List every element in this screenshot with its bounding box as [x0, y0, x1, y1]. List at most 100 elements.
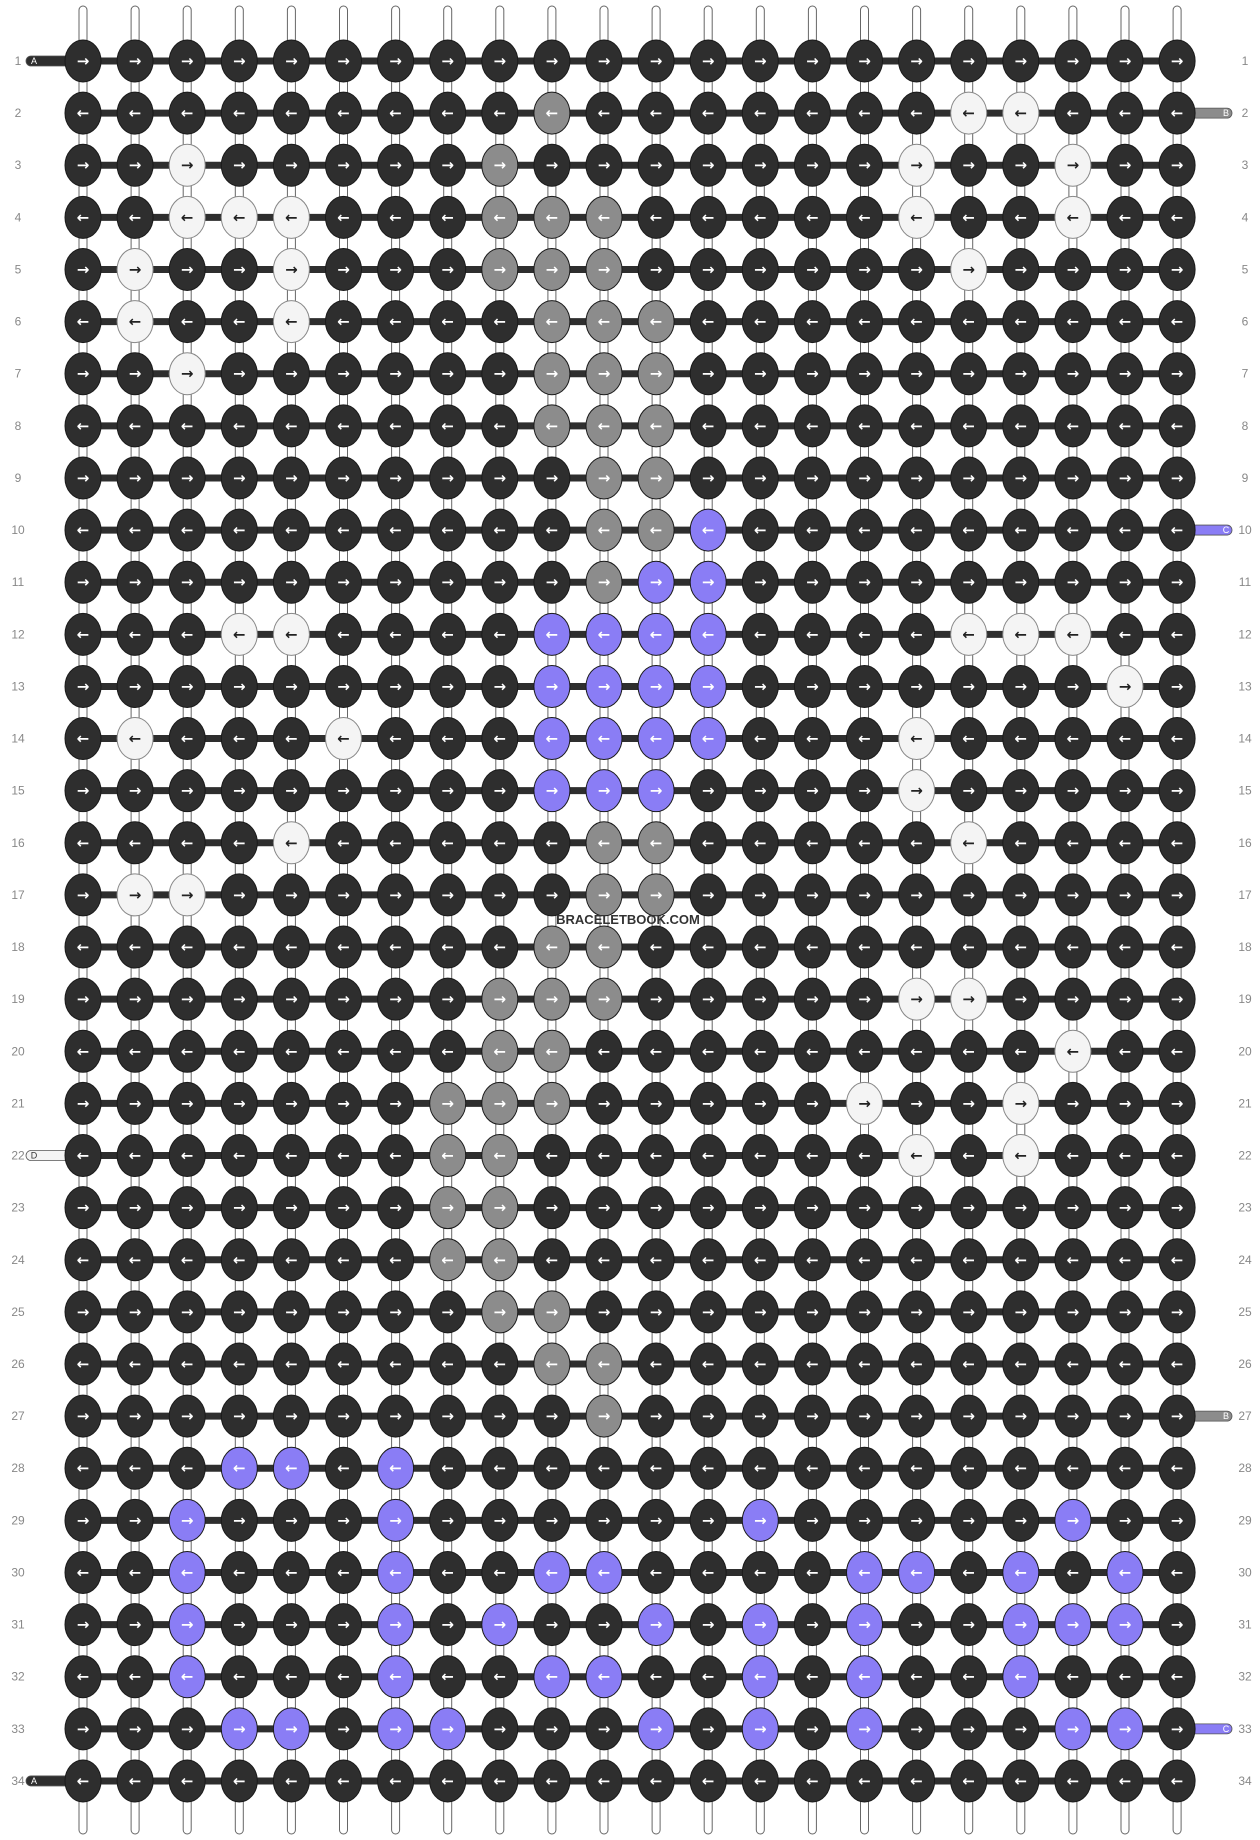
- knot-r10-c17: ←: [898, 508, 936, 552]
- knot-r15-c22: →: [1158, 769, 1196, 813]
- row-label-right-14: 14: [1238, 732, 1252, 746]
- knot-r13-c7: →: [377, 664, 415, 708]
- arrow-right-icon: →: [285, 156, 298, 174]
- arrow-left-icon: ←: [598, 313, 611, 331]
- knot-r23-c15: →: [793, 1186, 831, 1230]
- knot-r1-c17: →: [898, 39, 936, 83]
- knot-r23-c4: →: [220, 1186, 258, 1230]
- knot-r34-c8: ←: [429, 1759, 467, 1803]
- arrow-right-icon: →: [598, 990, 611, 1008]
- knot-r16-c14: ←: [741, 821, 779, 865]
- arrow-left-icon: ←: [77, 625, 90, 643]
- knot-r4-c22: ←: [1158, 195, 1196, 239]
- knot-r7-c8: →: [429, 352, 467, 396]
- arrow-right-icon: →: [598, 1199, 611, 1217]
- arrow-right-icon: →: [910, 1199, 923, 1217]
- arrow-right-icon: →: [1171, 1720, 1184, 1738]
- arrow-right-icon: →: [1067, 52, 1080, 70]
- knot-r28-c22: ←: [1158, 1446, 1196, 1490]
- arrow-left-icon: ←: [962, 1042, 975, 1060]
- arrow-right-icon: →: [754, 1616, 767, 1634]
- arrow-right-icon: →: [858, 365, 871, 383]
- knot-r8-c14: ←: [741, 404, 779, 448]
- knot-r3-c17: →: [898, 143, 936, 187]
- arrow-left-icon: ←: [1067, 938, 1080, 956]
- knot-r4-c3: ←: [168, 195, 206, 239]
- knot-r17-c5: →: [272, 873, 310, 917]
- arrow-left-icon: ←: [337, 730, 350, 748]
- knot-r29-c20: →: [1054, 1498, 1092, 1542]
- arrow-right-icon: →: [598, 573, 611, 591]
- knot-r15-c15: →: [793, 769, 831, 813]
- knot-r27-c20: →: [1054, 1394, 1092, 1438]
- knot-r25-c7: →: [377, 1290, 415, 1334]
- arrow-right-icon: →: [546, 469, 559, 487]
- knot-r11-c21: →: [1106, 560, 1144, 604]
- knot-r28-c16: ←: [846, 1446, 883, 1490]
- arrow-left-icon: ←: [494, 730, 507, 748]
- knot-r3-c21: →: [1106, 143, 1144, 187]
- row-label-right-7: 7: [1242, 367, 1249, 381]
- knot-r23-c14: →: [741, 1186, 779, 1230]
- arrow-right-icon: →: [858, 1616, 871, 1634]
- arrow-left-icon: ←: [494, 1459, 507, 1477]
- arrow-left-icon: ←: [962, 1563, 975, 1581]
- knot-r8-c22: ←: [1158, 404, 1196, 448]
- knot-r34-c15: ←: [793, 1759, 831, 1803]
- arrow-right-icon: →: [129, 573, 142, 591]
- knot-r23-c9: →: [481, 1186, 519, 1230]
- arrow-left-icon: ←: [285, 730, 298, 748]
- arrow-right-icon: →: [77, 156, 90, 174]
- arrow-right-icon: →: [441, 1616, 454, 1634]
- arrow-left-icon: ←: [233, 1459, 246, 1477]
- knot-r1-c1: →: [64, 39, 102, 83]
- knot-r27-c19: →: [1002, 1394, 1040, 1438]
- arrow-right-icon: →: [1119, 469, 1132, 487]
- arrow-left-icon: ←: [441, 1563, 454, 1581]
- arrow-right-icon: →: [1171, 886, 1184, 904]
- knot-r33-c11: →: [585, 1707, 623, 1751]
- knot-r6-c13: ←: [689, 300, 727, 344]
- knot-r31-c11: →: [585, 1603, 623, 1647]
- arrow-right-icon: →: [441, 52, 454, 70]
- knot-r16-c8: ←: [429, 821, 467, 865]
- knot-r28-c15: ←: [793, 1446, 831, 1490]
- arrow-left-icon: ←: [1171, 1355, 1184, 1373]
- arrow-left-icon: ←: [389, 625, 402, 643]
- strand-label-d: D: [31, 1151, 38, 1161]
- knot-r6-c17: ←: [898, 300, 936, 344]
- arrow-left-icon: ←: [754, 1563, 767, 1581]
- arrow-left-icon: ←: [806, 938, 819, 956]
- arrow-left-icon: ←: [129, 417, 142, 435]
- knot-r3-c9: →: [481, 143, 519, 187]
- arrow-right-icon: →: [389, 990, 402, 1008]
- arrow-right-icon: →: [337, 469, 350, 487]
- knot-r12-c4: ←: [220, 612, 258, 656]
- knot-r16-c18: ←: [950, 821, 988, 865]
- arrow-right-icon: →: [546, 1303, 559, 1321]
- arrow-right-icon: →: [129, 886, 142, 904]
- arrow-left-icon: ←: [598, 625, 611, 643]
- knot-r21-c6: →: [325, 1081, 362, 1125]
- knot-r29-c17: →: [898, 1498, 936, 1542]
- arrow-left-icon: ←: [129, 834, 142, 852]
- arrow-right-icon: →: [77, 1720, 90, 1738]
- knot-r34-c5: ←: [272, 1759, 310, 1803]
- knot-r28-c12: ←: [637, 1446, 675, 1490]
- arrow-right-icon: →: [754, 1303, 767, 1321]
- arrow-right-icon: →: [285, 573, 298, 591]
- arrow-left-icon: ←: [1015, 521, 1028, 539]
- knot-r31-c1: →: [64, 1603, 102, 1647]
- arrow-right-icon: →: [598, 365, 611, 383]
- knot-r3-c15: →: [793, 143, 831, 187]
- arrow-right-icon: →: [1067, 1303, 1080, 1321]
- arrow-left-icon: ←: [650, 521, 663, 539]
- knot-r2-c13: ←: [689, 91, 727, 135]
- knot-r5-c20: →: [1054, 247, 1092, 291]
- knot-r4-c7: ←: [377, 195, 415, 239]
- arrow-left-icon: ←: [1067, 104, 1080, 122]
- knot-r32-c14: ←: [741, 1655, 779, 1699]
- knot-r10-c13: ←: [689, 508, 727, 552]
